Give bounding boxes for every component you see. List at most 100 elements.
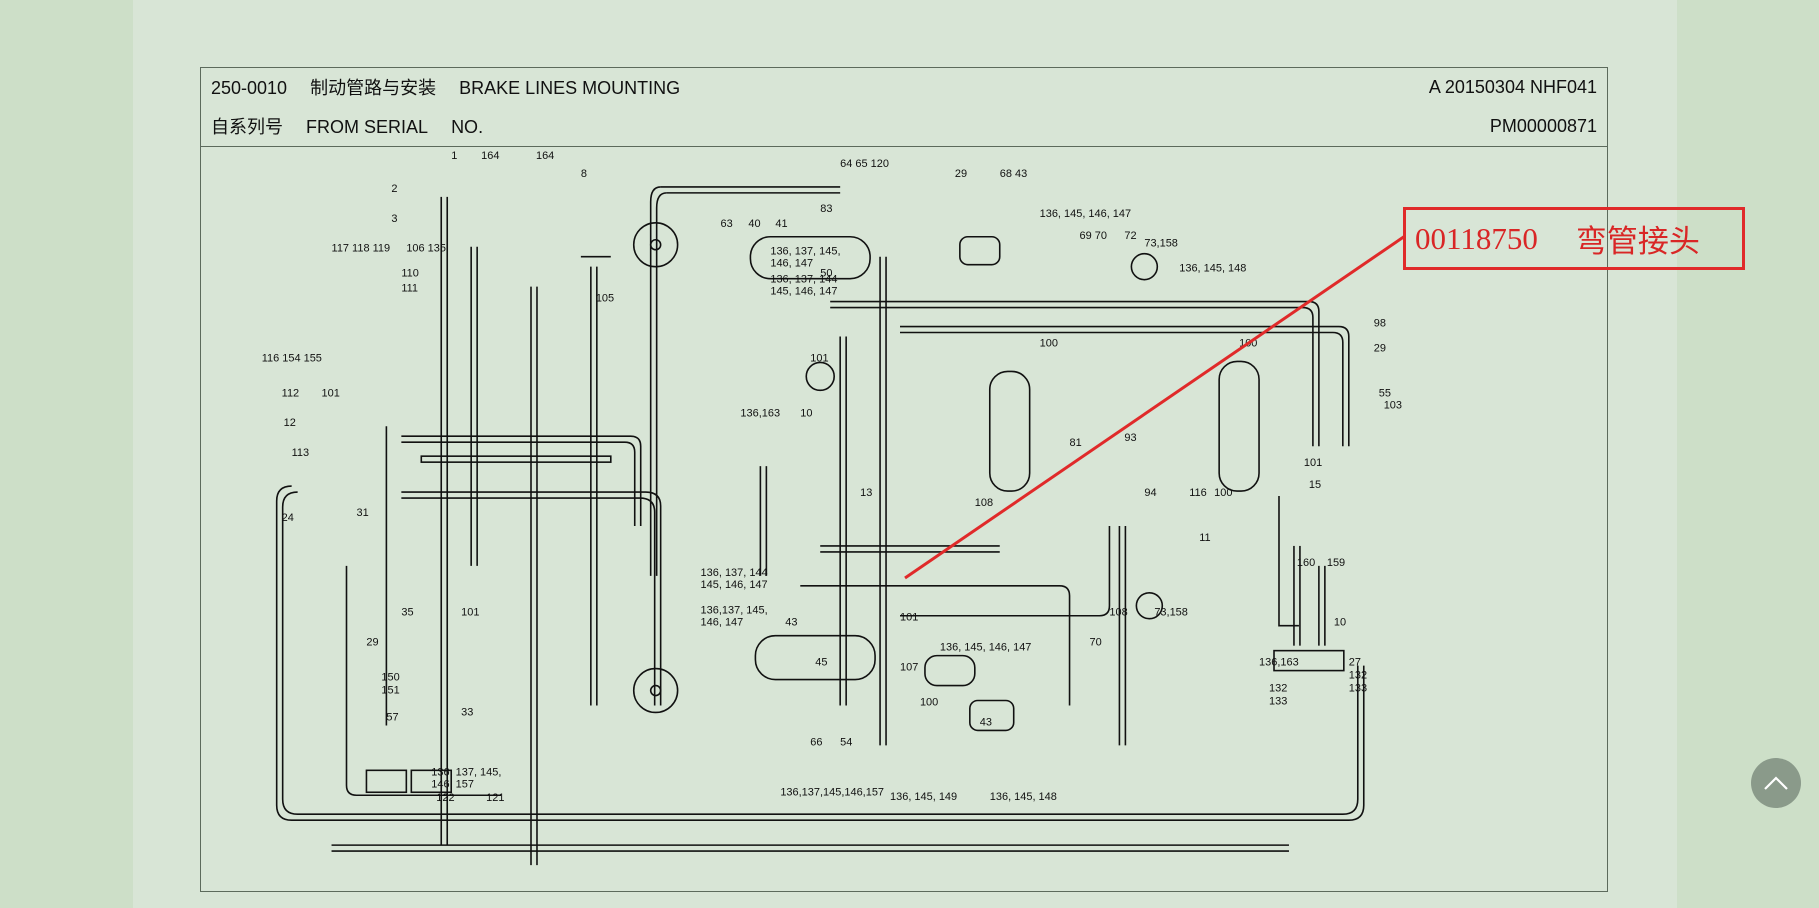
callout-part-number: 00118750 bbox=[1415, 220, 1538, 256]
svg-text:150: 150 bbox=[381, 672, 399, 684]
svg-text:101: 101 bbox=[1304, 457, 1322, 469]
svg-text:57: 57 bbox=[386, 711, 398, 723]
svg-text:29: 29 bbox=[1374, 342, 1386, 354]
svg-text:136, 145, 148: 136, 145, 148 bbox=[990, 791, 1057, 803]
svg-text:136, 145, 149: 136, 145, 149 bbox=[890, 791, 957, 803]
svg-text:100: 100 bbox=[1239, 337, 1257, 349]
svg-text:1: 1 bbox=[451, 150, 457, 162]
svg-text:136, 137, 145,: 136, 137, 145, bbox=[431, 766, 501, 778]
svg-text:101: 101 bbox=[322, 387, 340, 399]
svg-text:64 65 120: 64 65 120 bbox=[840, 158, 889, 170]
svg-text:132: 132 bbox=[1269, 683, 1287, 695]
svg-text:12: 12 bbox=[284, 417, 296, 429]
revision-code: A 20150304 NHF041 bbox=[1428, 76, 1597, 97]
drawing-frame: 250-0010 制动管路与安装 BRAKE LINES MOUNTING A … bbox=[200, 67, 1608, 892]
svg-text:132: 132 bbox=[1349, 670, 1367, 682]
svg-text:100: 100 bbox=[920, 696, 938, 708]
svg-text:116 154 155: 116 154 155 bbox=[262, 352, 322, 364]
svg-text:164: 164 bbox=[536, 150, 554, 162]
svg-text:70: 70 bbox=[1090, 637, 1102, 649]
header-row-serial: 自系列号 FROM SERIAL NO. PM00000871 bbox=[201, 106, 1607, 147]
serial-label-en: FROM SERIAL bbox=[306, 117, 429, 137]
callout-part-name: 弯管接头 bbox=[1575, 224, 1700, 259]
svg-text:101: 101 bbox=[900, 612, 918, 624]
brake-lines-schematic: 1 164 164 8 2 3 117 118 119 106 135 110 … bbox=[201, 147, 1607, 891]
svg-text:116: 116 bbox=[1189, 487, 1207, 499]
svg-text:81: 81 bbox=[1070, 437, 1082, 449]
svg-text:10: 10 bbox=[1334, 617, 1346, 629]
svg-text:106 135: 106 135 bbox=[406, 243, 446, 255]
serial-number: PM00000871 bbox=[1489, 115, 1597, 136]
svg-text:103: 103 bbox=[1384, 399, 1402, 411]
svg-text:29: 29 bbox=[955, 168, 967, 180]
svg-text:136, 137, 144: 136, 137, 144 bbox=[770, 274, 837, 286]
svg-text:121: 121 bbox=[486, 792, 504, 804]
svg-text:110: 110 bbox=[401, 268, 419, 280]
svg-text:101: 101 bbox=[461, 607, 479, 619]
svg-text:43: 43 bbox=[980, 716, 992, 728]
svg-text:50: 50 bbox=[820, 268, 832, 280]
svg-text:41: 41 bbox=[775, 218, 787, 230]
svg-text:45: 45 bbox=[815, 657, 827, 669]
svg-text:94: 94 bbox=[1144, 487, 1156, 499]
svg-text:164: 164 bbox=[481, 150, 499, 162]
svg-text:100: 100 bbox=[1214, 487, 1232, 499]
svg-text:146, 147: 146, 147 bbox=[770, 258, 813, 270]
svg-text:31: 31 bbox=[356, 507, 368, 519]
svg-text:136, 145, 148: 136, 145, 148 bbox=[1179, 263, 1246, 275]
svg-text:15: 15 bbox=[1309, 479, 1321, 491]
svg-text:73,158: 73,158 bbox=[1144, 238, 1178, 250]
svg-text:8: 8 bbox=[581, 168, 587, 180]
title-cn: 制动管路与安装 bbox=[310, 78, 437, 98]
svg-text:136,163: 136,163 bbox=[1259, 657, 1299, 669]
svg-text:29: 29 bbox=[366, 637, 378, 649]
svg-text:145, 146, 147: 145, 146, 147 bbox=[770, 286, 837, 298]
svg-text:113: 113 bbox=[292, 447, 310, 459]
svg-text:133: 133 bbox=[1269, 696, 1287, 708]
svg-text:122: 122 bbox=[436, 792, 454, 804]
svg-text:105: 105 bbox=[596, 293, 614, 305]
svg-text:108: 108 bbox=[1109, 607, 1127, 619]
svg-text:112: 112 bbox=[282, 387, 300, 399]
svg-text:107: 107 bbox=[900, 662, 918, 674]
part-callout-box: 00118750 弯管接头 bbox=[1403, 207, 1745, 270]
svg-text:35: 35 bbox=[401, 607, 413, 619]
svg-text:98: 98 bbox=[1374, 318, 1386, 330]
serial-no-label: NO. bbox=[451, 117, 484, 137]
svg-text:73,158: 73,158 bbox=[1154, 607, 1188, 619]
svg-text:160: 160 bbox=[1297, 557, 1315, 569]
svg-text:133: 133 bbox=[1349, 683, 1367, 695]
svg-text:145, 146, 147: 145, 146, 147 bbox=[701, 579, 768, 591]
svg-text:151: 151 bbox=[381, 685, 399, 697]
svg-text:101: 101 bbox=[810, 352, 828, 364]
svg-text:136, 137, 145,: 136, 137, 145, bbox=[770, 246, 840, 258]
svg-text:136,137, 145,: 136,137, 145, bbox=[701, 605, 768, 617]
svg-text:27: 27 bbox=[1349, 657, 1361, 669]
svg-text:68 43: 68 43 bbox=[1000, 168, 1027, 180]
svg-text:33: 33 bbox=[461, 706, 473, 718]
svg-text:40: 40 bbox=[748, 218, 760, 230]
svg-text:136, 145, 146, 147: 136, 145, 146, 147 bbox=[940, 642, 1032, 654]
part-labels: 1 164 164 8 2 3 117 118 119 106 135 110 … bbox=[262, 150, 1402, 804]
schematic-svg: 1 164 164 8 2 3 117 118 119 106 135 110 … bbox=[262, 150, 1402, 866]
serial-label-cn: 自系列号 bbox=[211, 117, 283, 137]
svg-text:136, 137, 144: 136, 137, 144 bbox=[701, 567, 768, 579]
svg-text:2: 2 bbox=[391, 183, 397, 195]
svg-text:146, 147: 146, 147 bbox=[701, 617, 744, 629]
svg-text:72: 72 bbox=[1124, 230, 1136, 242]
part-code: 250-0010 bbox=[211, 78, 288, 98]
svg-text:111: 111 bbox=[401, 283, 418, 295]
svg-text:69 70: 69 70 bbox=[1080, 230, 1107, 242]
svg-text:63: 63 bbox=[720, 218, 732, 230]
svg-text:10: 10 bbox=[800, 407, 812, 419]
svg-text:136,163: 136,163 bbox=[740, 407, 780, 419]
svg-text:55: 55 bbox=[1379, 387, 1391, 399]
scroll-to-top-button[interactable] bbox=[1751, 758, 1801, 808]
svg-text:117 118 119: 117 118 119 bbox=[332, 243, 391, 255]
svg-text:3: 3 bbox=[391, 213, 397, 225]
title-en: BRAKE LINES MOUNTING bbox=[459, 78, 681, 98]
svg-text:66: 66 bbox=[810, 736, 822, 748]
svg-text:83: 83 bbox=[820, 203, 832, 215]
svg-text:24: 24 bbox=[282, 512, 294, 524]
chevron-up-icon bbox=[1764, 776, 1788, 790]
